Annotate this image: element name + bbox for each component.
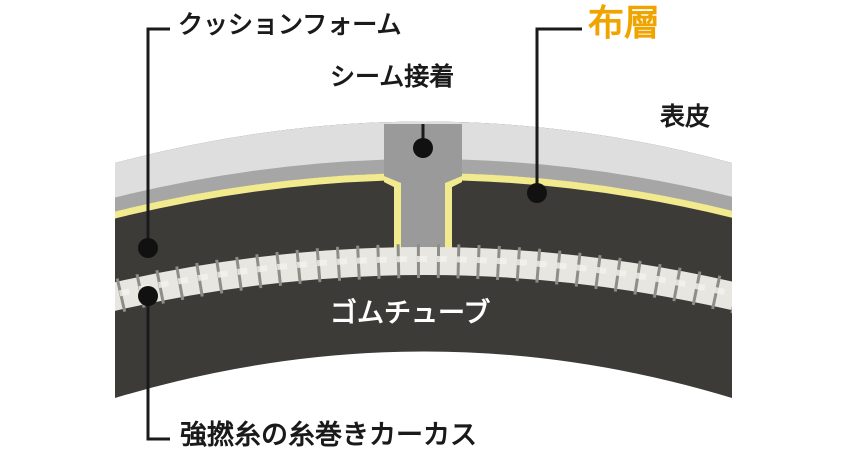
label-fabric-layer: 布層	[588, 3, 661, 44]
leader-line-fabric-layer	[535, 27, 582, 193]
label-seam-bond: シーム接着	[330, 62, 455, 91]
leader-line-cushion-foam	[146, 27, 170, 248]
label-cushion-foam: クッションフォーム	[178, 10, 402, 39]
marker-dot-fabric	[527, 183, 547, 203]
seam-adhesive-left	[384, 176, 401, 248]
seam-adhesive-right	[445, 176, 462, 248]
carcass-cord-highlight	[115, 256, 732, 301]
label-carcass: 強撚糸の糸巻きカーカス	[180, 420, 477, 451]
label-surface-skin: 表皮	[660, 102, 711, 131]
adhesive-layer	[115, 173, 732, 221]
label-rubber-tube: ゴムチューブ	[330, 298, 491, 329]
leader-line-carcass	[146, 298, 170, 441]
skin-shadow-band	[115, 159, 732, 214]
marker-dot-seam	[413, 138, 433, 158]
marker-dot-cushion	[138, 238, 158, 258]
seam-joint	[384, 124, 462, 248]
marker-dot-carcass	[138, 286, 158, 306]
